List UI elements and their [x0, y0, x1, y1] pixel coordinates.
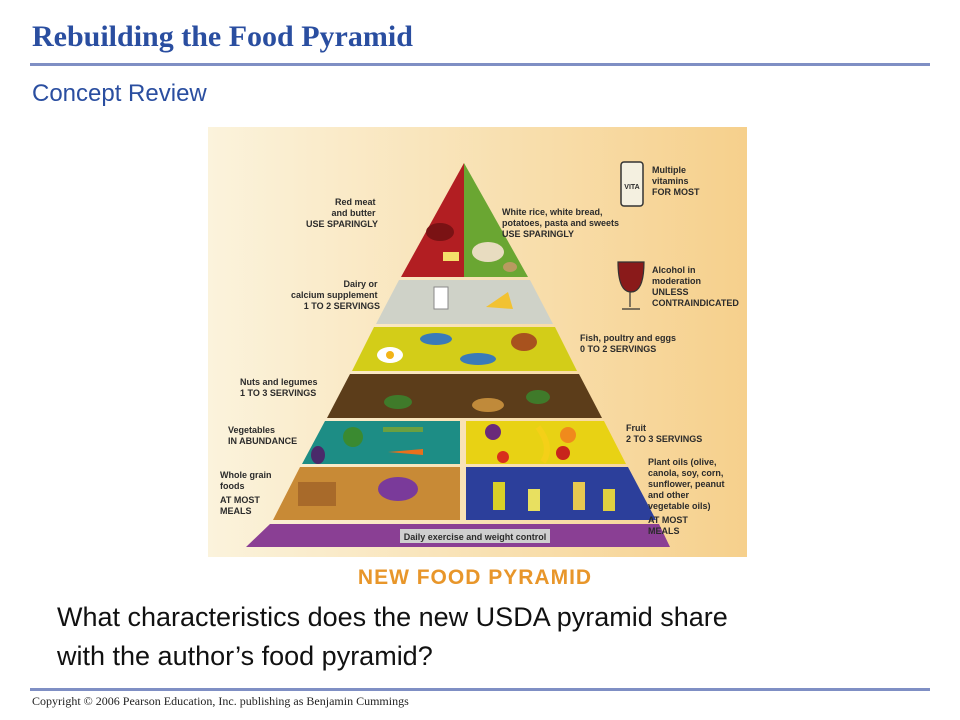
- slide-title: Rebuilding the Food Pyramid: [32, 20, 413, 53]
- nuts-illustration: [472, 398, 504, 412]
- vitamin-bottle-illustration: [620, 161, 644, 207]
- label-plant-oils: Plant oils (olive, canola, soy, corn, su…: [648, 457, 727, 536]
- oil-bottle-illustration-3: [573, 482, 585, 510]
- bread-illustration: [298, 482, 336, 506]
- caption-background: [208, 557, 747, 592]
- pyramid-tier-red-meat: [401, 163, 464, 277]
- oil-bottle-illustration-4: [603, 489, 615, 511]
- label-vegetables: Vegetables IN ABUNDANCE: [228, 425, 297, 446]
- apple-illustration: [556, 446, 570, 460]
- vitamin-bottle-label: VITA: [624, 184, 639, 191]
- slide-subtitle: Concept Review: [32, 80, 207, 107]
- carrot-illustration: [388, 449, 423, 455]
- tomato-illustration: [497, 451, 509, 463]
- base-band-label: Daily exercise and weight control: [404, 532, 547, 542]
- pasta-plate-illustration: [472, 242, 504, 262]
- label-white-rice: White rice, white bread, potatoes, pasta…: [502, 207, 622, 239]
- oil-bottle-illustration-1: [493, 482, 505, 510]
- label-red-meat: Red meat and butter USE SPARINGLY: [306, 197, 378, 229]
- legumes-illustration-1: [384, 395, 412, 409]
- title-divider: [30, 63, 930, 66]
- steak-illustration: [426, 223, 454, 241]
- eggplant-illustration: [311, 446, 325, 464]
- butter-illustration: [443, 252, 459, 261]
- fish-illustration-1: [420, 333, 452, 345]
- chicken-illustration: [511, 333, 537, 351]
- legumes-illustration-2: [526, 390, 550, 404]
- label-fish: Fish, poultry and eggs 0 TO 2 SERVINGS: [580, 333, 679, 354]
- fish-illustration-2: [460, 353, 496, 365]
- orange-illustration: [560, 427, 576, 443]
- milk-glass-illustration: [433, 286, 449, 310]
- label-vitamins: Multiple vitamins FOR MOST: [652, 165, 700, 197]
- pyramid-tier-nuts-legumes: [327, 374, 602, 418]
- footer-divider: [30, 688, 930, 691]
- oil-bottle-illustration-2: [528, 489, 540, 511]
- banana-illustration: [535, 425, 550, 464]
- label-whole-grain: Whole grain foods AT MOST MEALS: [220, 470, 274, 516]
- figure-caption: NEW FOOD PYRAMID: [358, 566, 592, 589]
- pyramid-tier-dairy: [376, 280, 553, 324]
- cheese-illustration: [486, 292, 513, 309]
- grapes-illustration: [485, 424, 501, 440]
- label-dairy: Dairy or calcium supplement 1 TO 2 SERVI…: [291, 279, 380, 311]
- egg-yolk-illustration: [386, 351, 394, 359]
- pyramid-tier-whole-grain: [273, 467, 460, 520]
- base-band-label-box: [400, 529, 550, 543]
- broccoli-illustration: [343, 427, 363, 447]
- label-fruit: Fruit 2 TO 3 SERVINGS: [626, 423, 702, 444]
- wine-glass-illustration: [617, 261, 645, 310]
- question-text: What characteristics does the new USDA p…: [57, 598, 917, 676]
- potato-illustration: [503, 262, 517, 272]
- pyramid-tier-vegetables: [302, 421, 460, 464]
- label-nuts: Nuts and legumes 1 TO 3 SERVINGS: [240, 377, 320, 398]
- cereal-bowl-illustration: [378, 477, 418, 501]
- asparagus-illustration: [383, 427, 423, 432]
- food-pyramid-figure: Daily exercise and weight control VITA R…: [208, 127, 747, 592]
- question-line-2: with the author’s food pyramid?: [57, 641, 433, 671]
- copyright-notice: Copyright © 2006 Pearson Education, Inc.…: [32, 694, 409, 708]
- question-line-1: What characteristics does the new USDA p…: [57, 602, 728, 632]
- label-alcohol: Alcohol in moderation UNLESS CONTRAINDIC…: [652, 265, 739, 308]
